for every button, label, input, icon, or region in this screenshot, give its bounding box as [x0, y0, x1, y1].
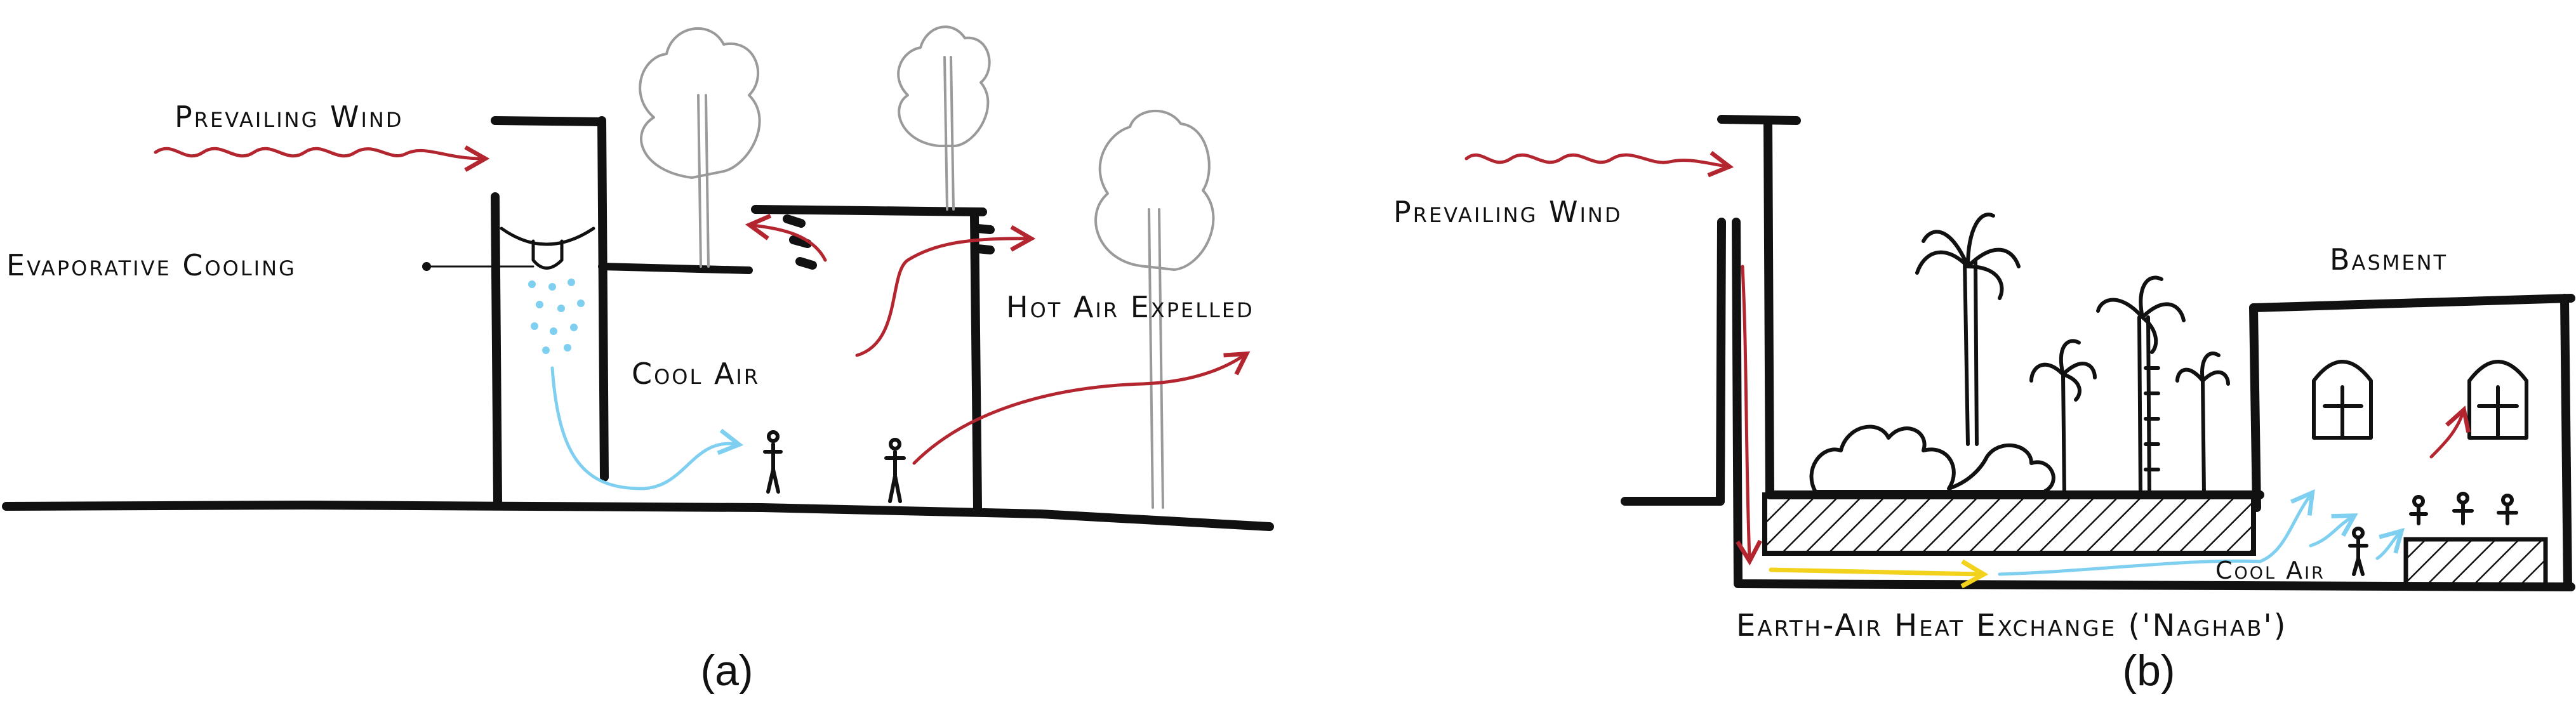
- prevailing-wind-label-a: Prevailing Wind: [175, 100, 404, 134]
- cooling-pot: [531, 239, 564, 270]
- room-roof-right: [751, 205, 987, 216]
- hot-air-label: Hot Air Expelled: [1006, 290, 1254, 324]
- palm-3: [2096, 275, 2186, 497]
- palm-4: [2175, 352, 2230, 497]
- tree-2: [897, 25, 991, 211]
- arched-window-2: [2467, 360, 2528, 440]
- room-roof-left: [598, 263, 753, 274]
- cool-air-label-b: Cool Air: [2215, 556, 2325, 584]
- basement-label: Basment: [2330, 242, 2448, 277]
- palm-2: [2029, 339, 2097, 497]
- panel-a: Prevailing Wind Evaporative Cooling Cool…: [2, 25, 1274, 695]
- cooling-pot-rim: [500, 227, 595, 246]
- person-b1: [2348, 527, 2368, 576]
- wind-down-arrow-b: [1736, 265, 1762, 566]
- panel-b: Prevailing Wind Basment Cool Air Earth-A…: [1393, 115, 2575, 695]
- cool-air-label-a: Cool Air: [632, 357, 760, 391]
- water-droplets: [528, 279, 585, 354]
- caption-b: (b): [2122, 647, 2175, 695]
- tower-outer-left: [1716, 218, 1726, 506]
- cool-air-arrow-b3: [2375, 528, 2405, 560]
- windcatcher-outer-wall: [491, 192, 502, 506]
- warm-air-arrow-up: [855, 225, 1036, 357]
- window-ticks-a2: [973, 224, 995, 254]
- channel-outer: [1732, 218, 2575, 591]
- prevailing-wind-label-b: Prevailing Wind: [1393, 195, 1623, 229]
- tree-1: [639, 27, 761, 268]
- tall-wall-right: [970, 211, 982, 512]
- cool-air-arrow-b2: [2309, 513, 2358, 548]
- basement-wall: [2249, 303, 2261, 512]
- earth-air-arrow: [1769, 559, 1989, 589]
- hot-air-arrow-b: [2429, 405, 2471, 459]
- prevailing-wind-arrow-a: [154, 145, 490, 172]
- evaporative-cooling-label: Evaporative Cooling: [6, 248, 296, 282]
- person-a1: [763, 430, 783, 494]
- shrub-cluster: [1809, 424, 2055, 494]
- basement-roof: [2249, 294, 2575, 312]
- hot-air-arrow-a: [912, 351, 1251, 465]
- earth-air-label: Earth-Air Heat Exchange ('Naghab'): [1736, 608, 2287, 643]
- cool-air-arrow-a: [550, 366, 744, 490]
- window-ticks-a1: [783, 214, 817, 270]
- basement-seating: [2403, 537, 2548, 588]
- person-a2: [884, 438, 906, 503]
- garden-slab: [1762, 492, 2256, 556]
- ground-line-a: [2, 501, 1274, 531]
- leader-dot: [422, 262, 431, 271]
- cool-air-arrow-b1: [2258, 489, 2315, 563]
- basement-right-wall: [2560, 294, 2572, 591]
- arched-window-1: [2312, 360, 2373, 440]
- cool-air-flow-b: [1998, 559, 2262, 576]
- windcatcher-roof: [491, 116, 606, 126]
- person-b2: [2409, 495, 2428, 525]
- person-b4: [2497, 494, 2518, 525]
- palm-1: [1915, 213, 2021, 446]
- prevailing-wind-arrow-b: [1464, 150, 1734, 178]
- caption-a: (a): [700, 647, 753, 695]
- tree-3: [1094, 109, 1215, 509]
- warm-air-arrow-left: [745, 213, 827, 262]
- person-b3: [2452, 492, 2474, 525]
- windcatcher-inner-wall: [597, 116, 609, 482]
- channel-inner: [1763, 116, 2264, 499]
- tower-roof-b: [1717, 115, 1801, 125]
